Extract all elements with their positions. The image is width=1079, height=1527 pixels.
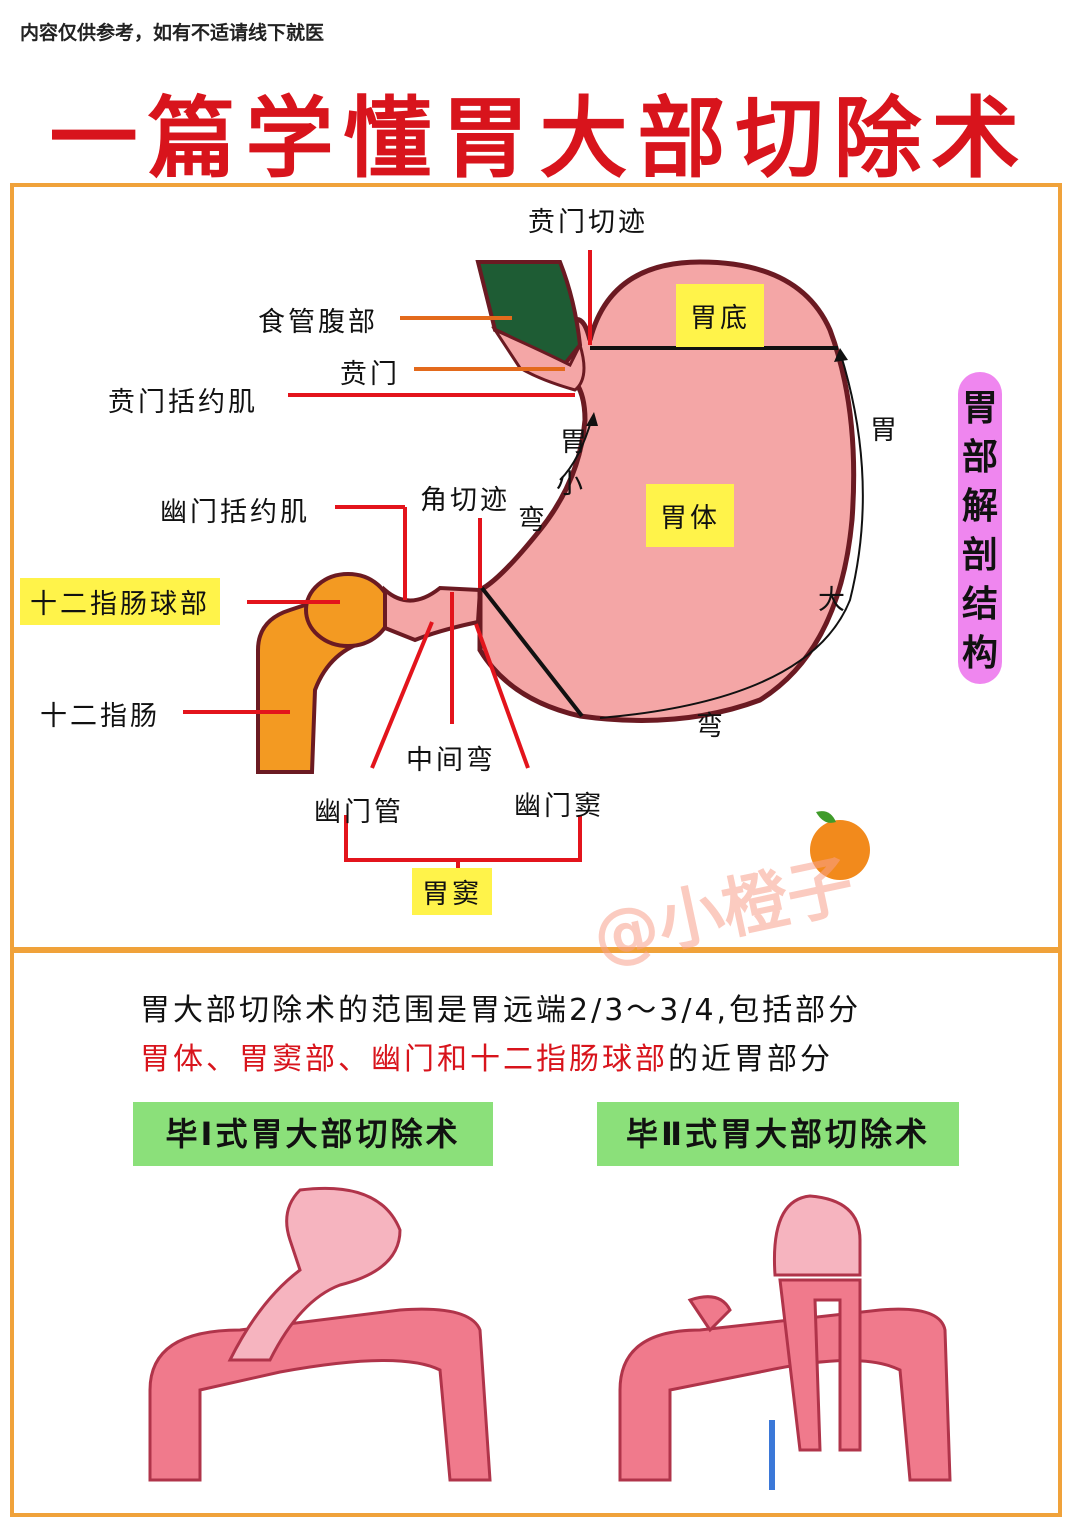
- label-lesser-curvature-3: 弯: [518, 505, 548, 536]
- antrum-bracket: [344, 815, 582, 862]
- section-title-char: 结: [961, 584, 998, 625]
- section-title-char: 解: [961, 486, 998, 527]
- label-fundus: 胃底: [676, 284, 764, 347]
- billroth2-label: 毕Ⅱ式胃大部切除术: [597, 1102, 959, 1166]
- label-pyloric-canal: 幽门管: [314, 797, 404, 828]
- label-body: 胃体: [646, 484, 734, 547]
- greater-curvature-arrow: [599, 351, 864, 719]
- section-title-char: 部: [961, 437, 998, 478]
- label-duodenal-bulb: 十二指肠球部: [20, 578, 220, 625]
- section-title: 胃部解剖结构: [958, 372, 1002, 684]
- label-greater-curvature-1: 胃: [870, 415, 900, 446]
- orange-icon: [810, 820, 870, 880]
- label-cardiac-notch: 贲门切迹: [528, 207, 648, 238]
- billroth2-illustration: [618, 1194, 952, 1490]
- section-title-char: 剖: [961, 535, 998, 576]
- label-intermediate-sulcus: 中间弯: [406, 745, 496, 776]
- label-abdominal-esophagus: 食管腹部: [258, 307, 378, 338]
- description-line2: 胃体、胃窦部、幽门和十二指肠球部的近胃部分: [140, 1034, 833, 1078]
- pylorus-shape: [383, 585, 483, 643]
- lesser-curvature-arrowhead: [586, 412, 598, 426]
- billroth1-label: 毕Ⅰ式胃大部切除术: [133, 1102, 493, 1166]
- orange-leaf-icon: [816, 811, 836, 823]
- procedure-panel: [10, 949, 1062, 1517]
- description-tail: 的近胃部分: [668, 1042, 833, 1077]
- disclaimer: 内容仅供参考，如有不适请线下就医: [20, 22, 325, 44]
- description-highlight: 胃体、胃窦部、幽门和十二指肠球部: [140, 1042, 668, 1077]
- label-angular-notch: 角切迹: [420, 485, 510, 516]
- duodenal-bulb-shape: [304, 572, 392, 648]
- label-lesser-curvature-2: 小: [556, 469, 586, 500]
- label-greater-curvature-2: 大: [818, 585, 848, 616]
- antrum-divider-1: [480, 586, 584, 718]
- pointer-pyloric-canal: [370, 621, 434, 769]
- label-greater-curvature-3: 弯: [696, 711, 726, 742]
- label-duodenum: 十二指肠: [40, 701, 160, 732]
- label-pyloric-sphincter: 幽门括约肌: [160, 497, 310, 528]
- label-gastric-antrum: 胃窦: [412, 868, 492, 915]
- description-line1: 胃大部切除术的范围是胃远端2/3～3/4,包括部分: [140, 993, 862, 1028]
- cardia-shape: [490, 326, 586, 392]
- billroth1-illustration: [148, 1186, 492, 1482]
- label-pyloric-antrum: 幽门窦: [514, 791, 604, 822]
- section-title-text: 胃部解剖结构: [958, 384, 1002, 678]
- label-cardia: 贲门: [340, 359, 400, 390]
- page-title: 一篇学懂胃大部切除术: [49, 87, 1030, 190]
- label-cardiac-sphincter: 贲门括约肌: [108, 387, 258, 418]
- section-title-char: 胃: [961, 388, 998, 429]
- pointer-pyloric-antrum: [474, 623, 530, 769]
- section-title-char: 构: [961, 633, 998, 674]
- label-lesser-curvature-1: 胃: [560, 427, 590, 458]
- greater-curvature-arrowhead: [834, 348, 848, 362]
